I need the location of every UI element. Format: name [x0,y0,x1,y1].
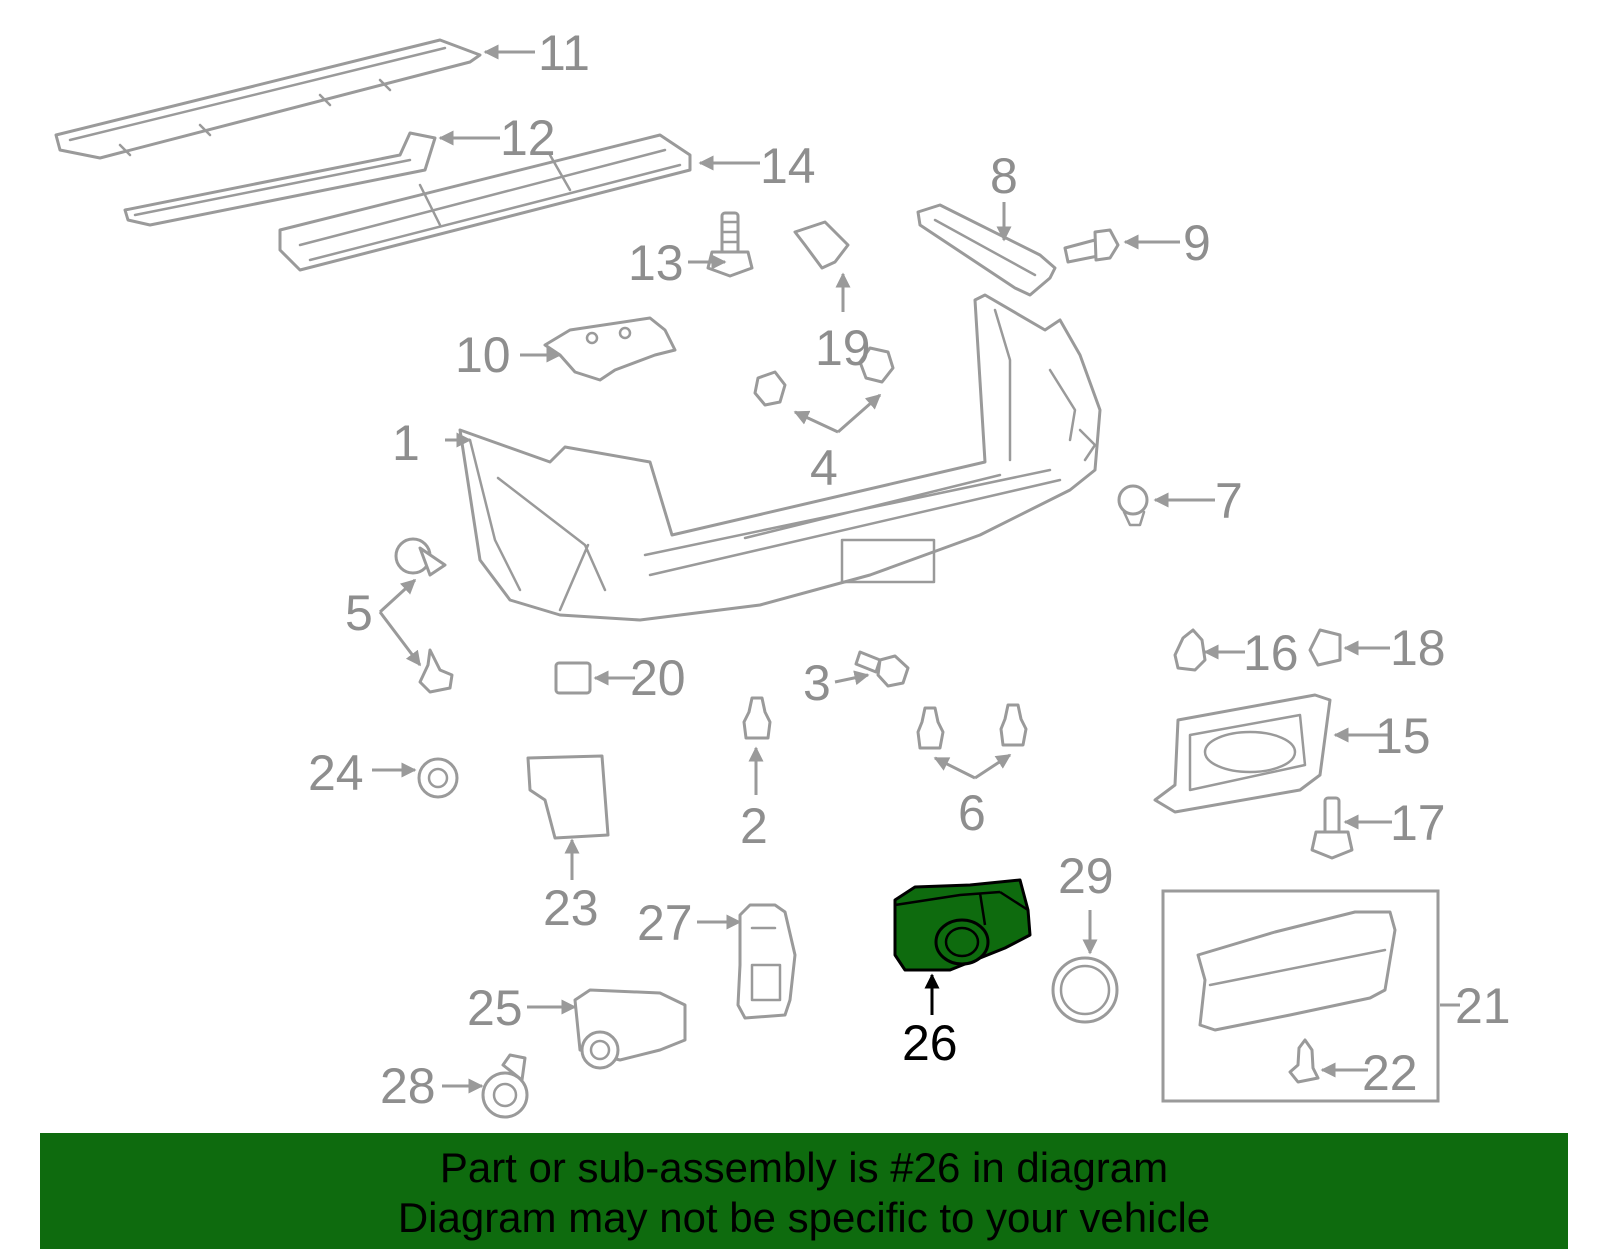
label-29: 29 [1058,848,1114,904]
part-10-bracket [543,316,677,382]
label-13: 13 [628,235,684,291]
part-17-bolt [1310,796,1354,860]
label-15: 15 [1375,708,1431,764]
part-6-pins [916,703,1028,750]
label-14: 14 [760,138,816,194]
label-21: 21 [1455,978,1511,1034]
part-22-clip [1288,1038,1320,1084]
label-25: 25 [467,980,523,1036]
part-23-cover [526,754,610,840]
label-23: 23 [543,880,599,936]
label-4: 4 [810,440,838,496]
part-16-clip [1173,628,1207,672]
part-9-screw [1063,228,1120,264]
part-4-nuts [753,346,895,407]
part-14-step-pad [278,133,692,272]
part-18-clip [1308,628,1342,667]
banner-line-2: Diagram may not be specific to your vehi… [397,1194,1211,1241]
part-12-strip [123,131,437,227]
label-2: 2 [740,798,768,854]
label-28: 28 [380,1058,436,1114]
part-25-sensor [573,988,687,1070]
part-21-garnish-box [1161,889,1440,1103]
label-6: 6 [958,785,986,841]
label-22: 22 [1362,1045,1418,1101]
leader-arrows [372,44,1460,1094]
label-18: 18 [1390,620,1446,676]
label-11: 11 [538,25,590,81]
label-8: 8 [990,148,1018,204]
part-1-bumper-cover [458,293,1102,622]
info-banner: Part or sub-assembly is #26 in diagram D… [40,1133,1568,1249]
part-15-protector [1153,693,1332,814]
part-13-bolt [706,211,754,278]
part-7-clip [1117,484,1149,527]
label-27: 27 [637,895,693,951]
part-24-grommet [417,757,459,799]
label-12: 12 [500,110,556,166]
label-10: 10 [455,327,511,383]
label-17: 17 [1390,795,1446,851]
label-5: 5 [345,585,373,641]
part-27-bracket [736,903,797,1020]
part-11-reinforcement [54,38,482,160]
part-20-clip [554,661,592,695]
label-9: 9 [1183,215,1211,271]
part-8-side-strip [916,203,1057,297]
label-20: 20 [630,650,686,706]
banner-line-1: Part or sub-assembly is #26 in diagram [439,1144,1169,1191]
label-24: 24 [308,745,364,801]
label-1: 1 [392,415,420,471]
part-3-bolt [854,650,910,688]
part-29-ring [1051,956,1119,1024]
label-26: 26 [902,1015,958,1071]
label-3: 3 [803,655,831,711]
label-19: 19 [815,320,871,376]
part-5-retainers [394,537,454,694]
part-26-sensor-highlighted [893,878,1032,972]
part-28-retainer [481,1053,529,1119]
label-16: 16 [1243,625,1299,681]
part-2-pin [742,696,772,740]
part-19-bracket [793,220,850,270]
part-labels: 11 12 14 13 19 8 9 10 4 1 7 5 20 3 16 18… [308,25,1511,1114]
label-7: 7 [1215,473,1243,529]
